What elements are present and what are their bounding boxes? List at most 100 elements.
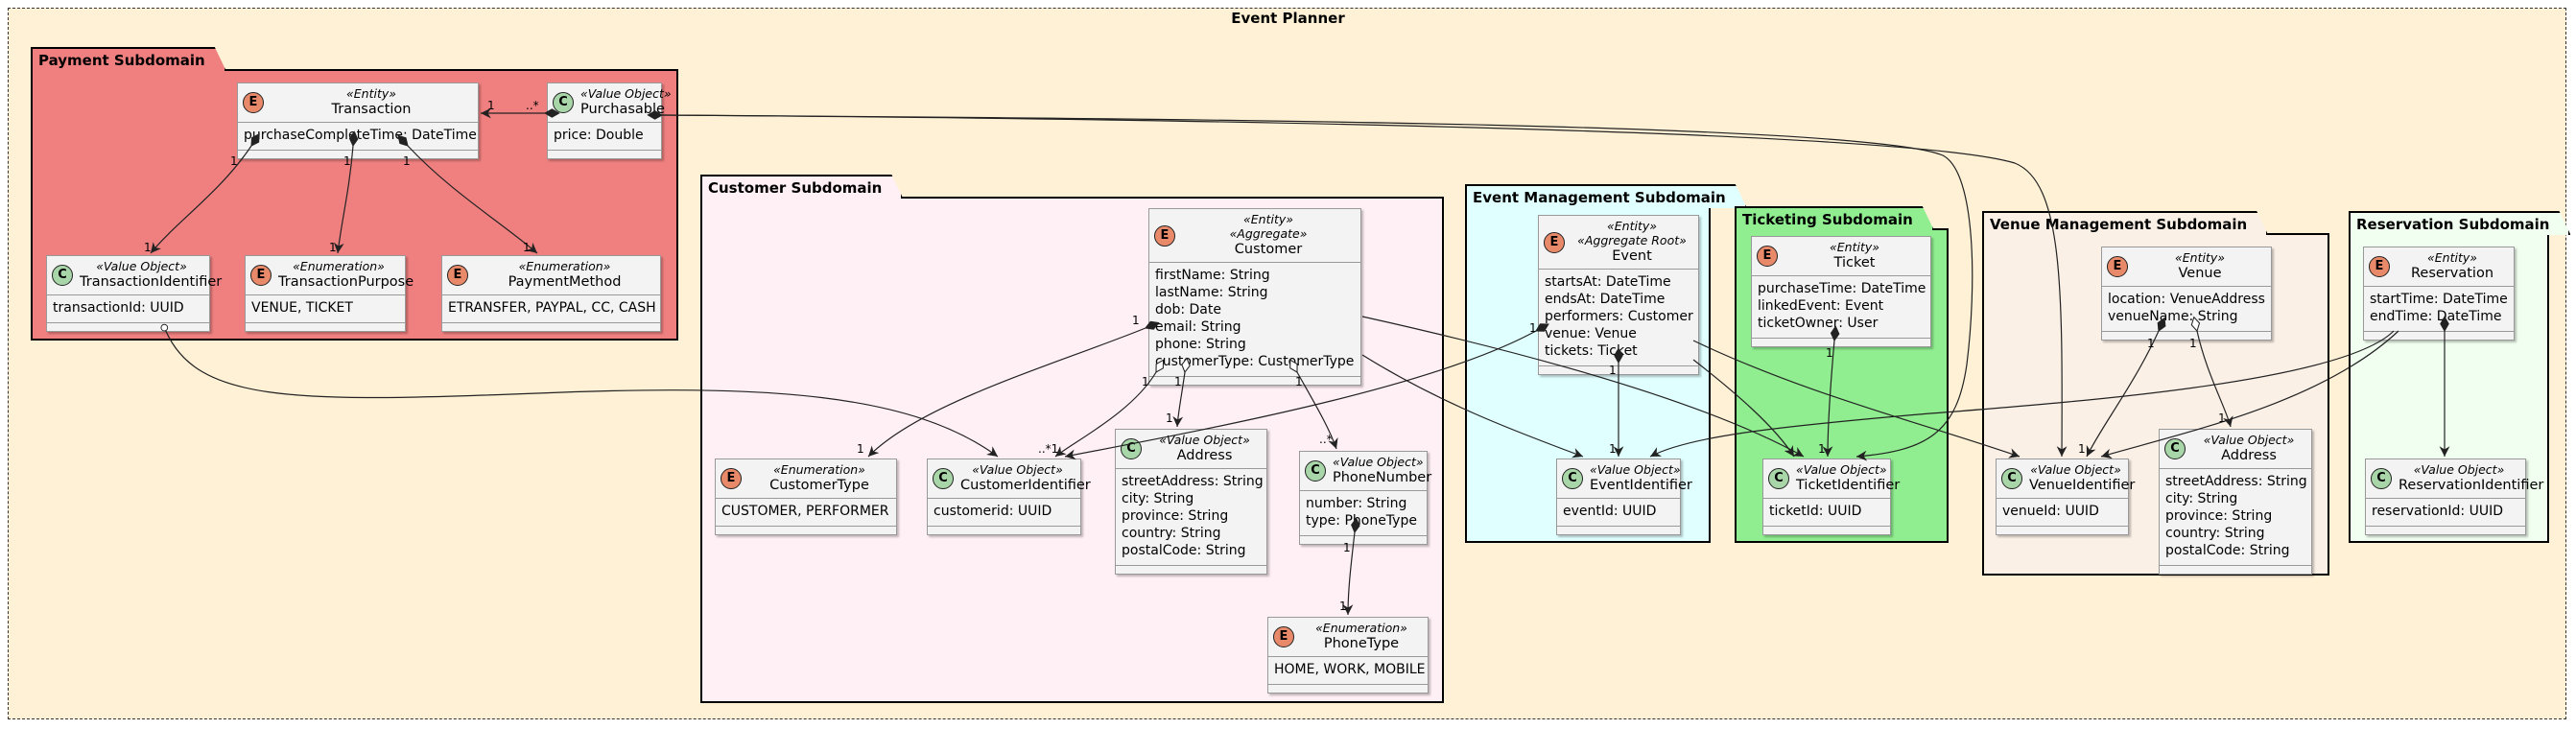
class-name: CustomerIdentifier xyxy=(960,478,1091,493)
class-header: E«Entity»Venue xyxy=(2102,247,2271,286)
class-methods xyxy=(1557,526,1680,534)
mult-ticket-identifier-source: 1 xyxy=(1826,346,1833,360)
class-methods xyxy=(246,322,405,331)
class-badge-icon: C xyxy=(1562,468,1583,489)
mult-phone-type-source: 1 xyxy=(1343,541,1351,554)
entity-badge-icon: E xyxy=(447,265,468,286)
class-badge-icon: C xyxy=(553,92,574,113)
class-name: PaymentMethod xyxy=(508,274,622,290)
class-fields: eventId: UUID xyxy=(1557,498,1680,526)
class-field: ETRANSFER, PAYPAL, CC, CASH xyxy=(448,300,656,316)
class-methods xyxy=(716,526,896,534)
class-stereotype: «Value Object» xyxy=(972,462,1063,477)
venue-identifier-class: C«Value Object»VenueIdentifier venueId: U… xyxy=(1996,459,2135,535)
class-methods xyxy=(442,322,660,331)
mult-phone-number-source: 1 xyxy=(1295,375,1303,388)
mult-ticket-identifier-target: 1 xyxy=(1818,442,1826,456)
entity-badge-icon: E xyxy=(250,265,272,286)
class-badge-icon: C xyxy=(2371,468,2392,489)
mult-event-identifier-target: 1 xyxy=(1609,442,1617,456)
transaction-to-transaction-purpose-edge xyxy=(333,130,359,254)
class-name: TransactionIdentifier xyxy=(80,274,223,290)
venue-to-venue-identifier-edge xyxy=(2086,317,2166,458)
class-header: C«Value Object»Purchasable xyxy=(548,83,672,122)
class-field: eventId: UUID xyxy=(1563,504,1657,519)
mult-address-source: 1 xyxy=(1174,375,1182,388)
class-stereotype: «Value Object» xyxy=(96,259,187,273)
mult-venue-address-source: 1 xyxy=(2189,337,2197,350)
class-name: CustomerType xyxy=(769,478,869,493)
class-stereotype: «Enumeration» xyxy=(1315,621,1407,635)
class-stereotype: «Value Object» xyxy=(580,86,672,101)
mult-venue-address-target: 1 xyxy=(2218,412,2226,425)
mult-payment-method-target: 1 xyxy=(523,241,531,254)
mult-address-target: 1 xyxy=(1166,412,1173,425)
class-stereotype: «Entity» xyxy=(2175,250,2225,265)
mult-customer-type-source: 1 xyxy=(1132,314,1140,327)
mult-transaction-identifier-source: 1 xyxy=(230,154,238,168)
class-name: PhoneType xyxy=(1323,636,1400,651)
mult-customer-identifier-source: 1 xyxy=(1142,375,1149,388)
package-venue-management-tab: Venue Management Subdomain xyxy=(1982,211,2268,235)
class-header: E«Enumeration»TransactionPurpose xyxy=(246,256,414,294)
entity-badge-icon: E xyxy=(243,92,264,113)
class-stereotype: «Enumeration» xyxy=(518,259,611,273)
mult-event-identifier-source: 1 xyxy=(1609,364,1617,377)
class-stereotype: «Entity» xyxy=(2427,250,2477,265)
class-name: Transaction xyxy=(331,102,412,117)
class-field: country: String xyxy=(1122,526,1221,541)
class-badge-icon: C xyxy=(1305,460,1326,482)
class-field: ticketId: UUID xyxy=(1769,504,1862,519)
customer-to-customer-type-edge xyxy=(867,320,1160,458)
class-header: C«Value Object»ReservationIdentifier xyxy=(2366,459,2543,498)
mult-phone-number-target: ..* xyxy=(1319,433,1333,446)
class-fields: startTime: DateTime endTime: DateTime xyxy=(2364,286,2514,331)
ticket-to-ticket-identifier-edge xyxy=(1822,325,1840,458)
transaction-to-payment-method-edge xyxy=(397,134,538,254)
class-header: C«Value Object»CustomerIdentifier xyxy=(928,459,1091,498)
class-name: EventIdentifier xyxy=(1590,478,1692,493)
mult-customer-identifier-target: ..*1 xyxy=(1038,442,1058,456)
class-stereotype: «Value Object» xyxy=(1796,462,1887,477)
class-fields: HOME, WORK, MOBILE xyxy=(1268,656,1428,684)
class-header: C«Value Object»Address xyxy=(2160,430,2311,468)
class-badge-icon: C xyxy=(1768,468,1789,489)
event-to-ticket-identifier-edge xyxy=(1692,359,1795,458)
class-field: endTime: DateTime xyxy=(2370,309,2502,324)
class-field: city: String xyxy=(1122,491,1194,506)
customer-to-event-identifier-edge xyxy=(1361,354,1584,459)
entity-badge-icon: E xyxy=(1273,626,1294,647)
class-field: venueId: UUID xyxy=(2002,504,2099,519)
class-header: C«Value Object»VenueIdentifier xyxy=(1997,459,2135,498)
class-stereotype: «Value Object» xyxy=(2203,433,2295,447)
class-methods xyxy=(1300,535,1427,544)
class-field: VENUE, TICKET xyxy=(251,300,353,316)
mult-payment-method-source: 1 xyxy=(403,154,411,168)
class-field: city: String xyxy=(2165,491,2238,506)
class-field: customerid: UUID xyxy=(934,504,1052,519)
class-field: HOME, WORK, MOBILE xyxy=(1274,662,1426,677)
mult-venue-identifier-target: 1 xyxy=(2078,442,2086,456)
class-fields: customerid: UUID xyxy=(928,498,1080,526)
mult-transaction-purchasable-many: ..* xyxy=(526,99,539,112)
mult-customer-type-target: 1 xyxy=(857,442,864,456)
class-methods xyxy=(1116,565,1266,574)
class-fields: ETRANSFER, PAYPAL, CC, CASH xyxy=(442,294,660,322)
class-field: province: String xyxy=(1122,508,1229,524)
class-field: startTime: DateTime xyxy=(2370,292,2508,307)
customer-to-ticket-identifier-edge xyxy=(1361,316,1805,458)
class-fields: venueId: UUID xyxy=(1997,498,2128,526)
class-methods xyxy=(1997,526,2128,534)
entity-badge-icon: E xyxy=(721,468,742,489)
class-field: price: Double xyxy=(554,128,644,143)
class-fields: transactionId: UUID xyxy=(47,294,209,322)
